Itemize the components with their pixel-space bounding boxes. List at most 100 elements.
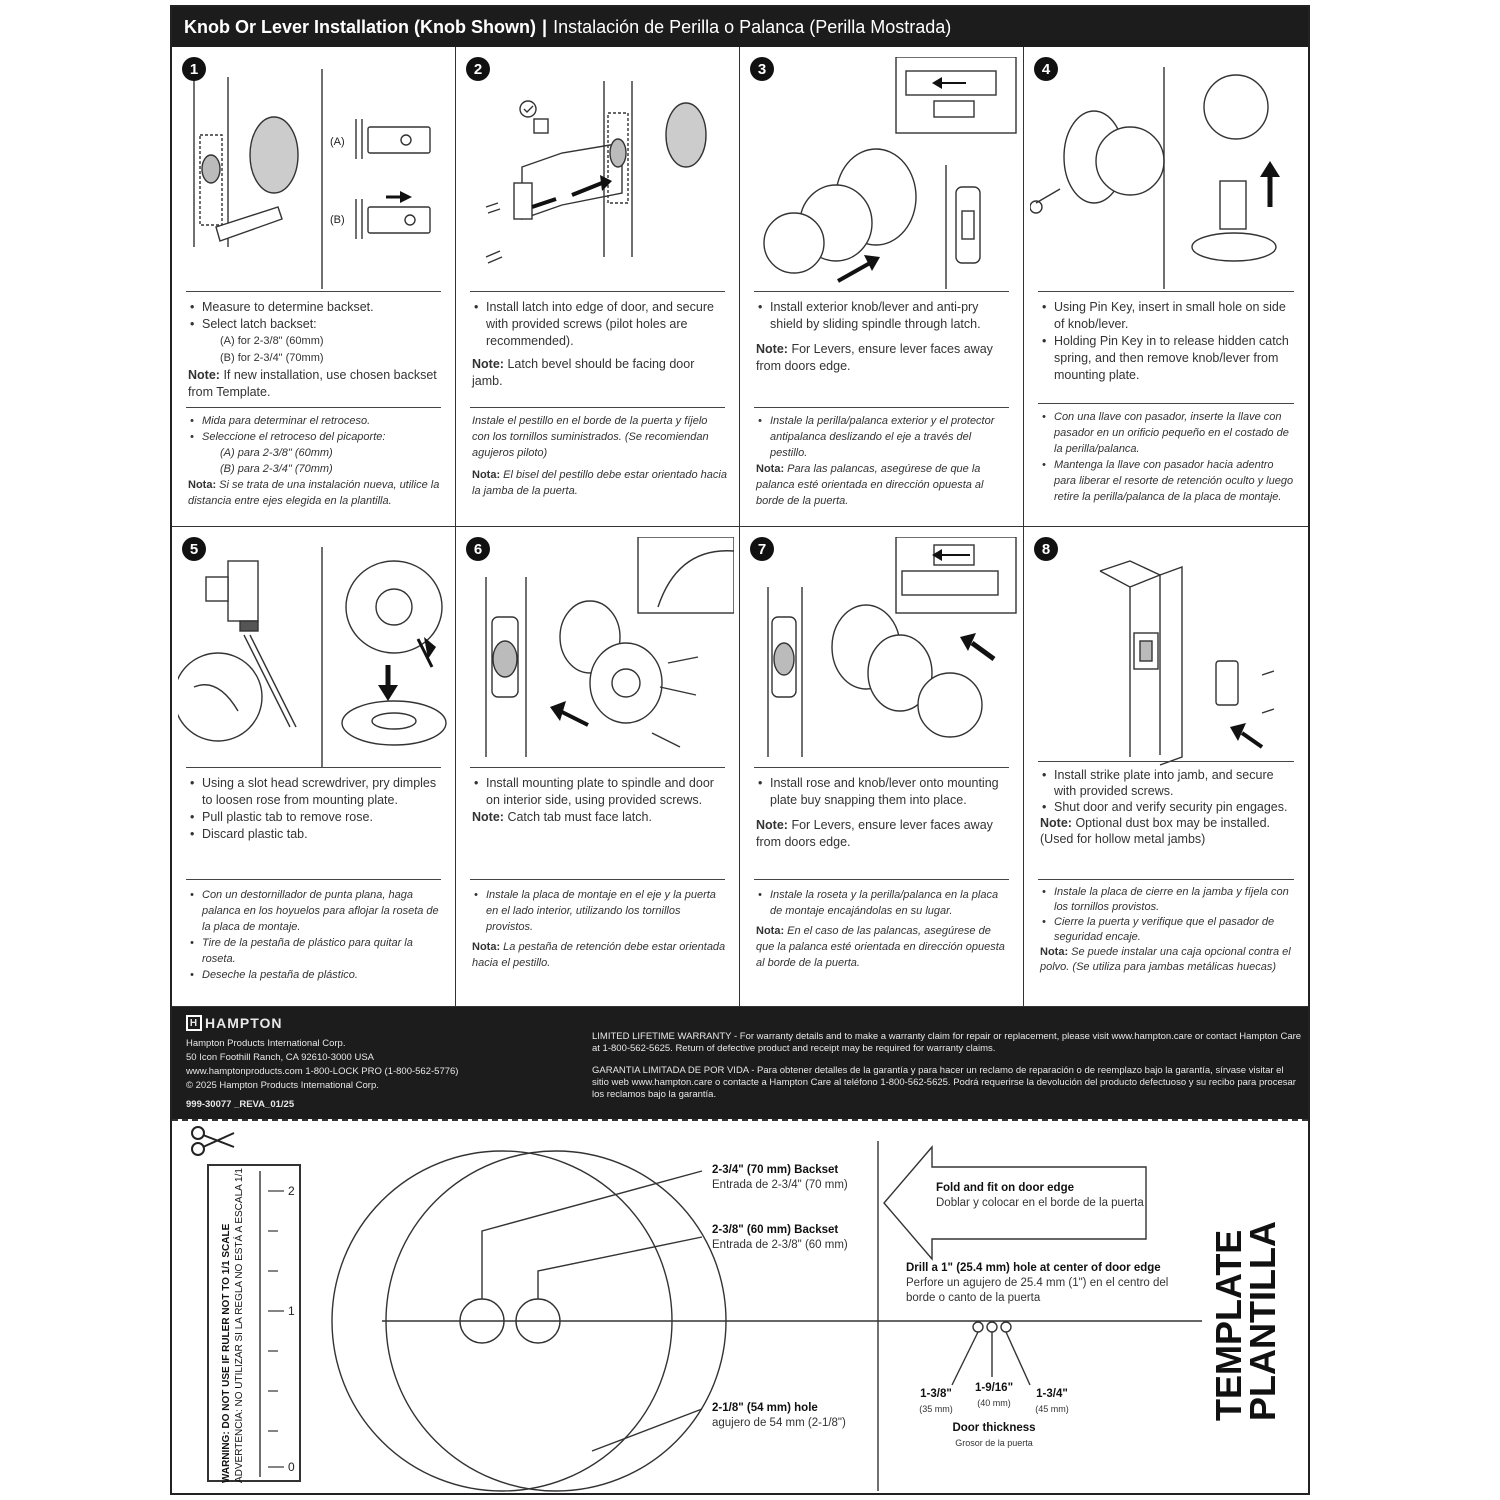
arrow-left-icon bbox=[932, 549, 942, 561]
drilling-template: 2 1 0 WARNING: DO NOT USE IF RULER NOT T… bbox=[172, 1119, 1308, 1495]
bullet: Mantenga la llave con pasador hacia aden… bbox=[1040, 457, 1296, 505]
sub-option: (A) for 2-3/8" (60mm) bbox=[220, 335, 324, 347]
arrow-right-icon bbox=[864, 255, 880, 271]
divider bbox=[470, 407, 725, 408]
arrow-left-icon bbox=[550, 701, 566, 721]
part-number: 999-30077 _REVA_01/25 bbox=[186, 1099, 295, 1110]
bullet: Install rose and knob/lever onto mountin… bbox=[756, 775, 1011, 809]
step-3-illustration bbox=[763, 57, 1017, 289]
step-4-spanish: Con una llave con pasador, inserte la ll… bbox=[1040, 409, 1296, 505]
bullet: Seleccione el retroceso del picaporte: bbox=[188, 429, 443, 445]
bullet: Con un destornillador de punta plana, ha… bbox=[188, 887, 443, 935]
step-5: 5 Using a slot head screwdriver, pry dim… bbox=[172, 527, 456, 1007]
bullet: Install mounting plate to spindle and do… bbox=[472, 775, 727, 809]
bullet: Using a slot head screwdriver, pry dimpl… bbox=[188, 775, 443, 809]
divider bbox=[1038, 291, 1294, 292]
note: Nota: Se puede instalar una caja opciona… bbox=[1040, 946, 1291, 973]
bullet: Discard plastic tab. bbox=[188, 826, 443, 843]
step-5-illustration bbox=[178, 547, 447, 767]
checkmark-icon bbox=[519, 100, 537, 118]
bullet: Using Pin Key, insert in small hole on s… bbox=[1040, 299, 1296, 333]
hampton-logo-icon: H bbox=[186, 1015, 202, 1031]
step-number: 3 bbox=[750, 57, 774, 81]
step-3-spanish: Instale la perilla/palanca exterior y el… bbox=[756, 413, 1011, 509]
bullet: Measure to determine backset. bbox=[188, 299, 443, 316]
step-7-english: Install rose and knob/lever onto mountin… bbox=[756, 775, 1011, 851]
divider bbox=[754, 407, 1009, 408]
sub-option: (A) para 2-3/8" (60mm) bbox=[220, 447, 333, 459]
bullet: Holding Pin Key in to release hidden cat… bbox=[1040, 333, 1296, 384]
note: Note: If new installation, use chosen ba… bbox=[188, 368, 437, 399]
step-8-english: Install strike plate into jamb, and secu… bbox=[1040, 767, 1296, 847]
arrow-curve-icon bbox=[424, 637, 436, 659]
note: Note: For Levers, ensure lever faces awa… bbox=[756, 342, 993, 373]
step-5-spanish: Con un destornillador de punta plana, ha… bbox=[188, 887, 443, 983]
sub-option: (B) para 2-3/4" (70mm) bbox=[220, 463, 333, 475]
step-8: 8 Install strike plate into jamb, and se… bbox=[1024, 527, 1308, 1007]
bullet: Instale la roseta y la perilla/palanca e… bbox=[756, 887, 1011, 919]
step-number: 4 bbox=[1034, 57, 1058, 81]
step-number: 1 bbox=[182, 57, 206, 81]
step-number: 2 bbox=[466, 57, 490, 81]
ruler-tick: 2 bbox=[288, 1184, 295, 1198]
instruction-text: Instale el pestillo en el borde de la pu… bbox=[472, 415, 709, 459]
step-2: 2 Install latch into edge of door, and s… bbox=[456, 47, 740, 527]
brand-logo: H HAMPTON bbox=[186, 1015, 283, 1031]
template-title: TEMPLATE PLANTILLA bbox=[1208, 1221, 1283, 1421]
sub-option: (B) for 2-3/4" (70mm) bbox=[220, 352, 324, 364]
step-2-english: Install latch into edge of door, and sec… bbox=[472, 299, 727, 390]
bullet: Instale la placa de cierre en la jamba y… bbox=[1040, 885, 1296, 915]
bullet: Cierre la puerta y verifique que el pasa… bbox=[1040, 915, 1296, 945]
note: Nota: El bisel del pestillo debe estar o… bbox=[472, 469, 727, 497]
steps-grid: (A) (B) 1 Measure to determine backset. … bbox=[172, 47, 1308, 1007]
note: Note: For Levers, ensure lever faces awa… bbox=[756, 818, 993, 849]
bullet: Instale la placa de montaje en el eje y … bbox=[472, 887, 727, 935]
step-1: (A) (B) 1 Measure to determine backset. … bbox=[172, 47, 456, 527]
step-number: 5 bbox=[182, 537, 206, 561]
thickness-1: 1-3/8"(35 mm) bbox=[919, 1388, 953, 1414]
divider bbox=[754, 879, 1009, 880]
arrow-left-icon bbox=[1230, 723, 1246, 741]
divider bbox=[754, 291, 1009, 292]
bullet: Select latch backset: bbox=[188, 316, 443, 333]
company-info: Hampton Products International Corp. 50 … bbox=[186, 1038, 459, 1091]
note: Nota: La pestaña de retención debe estar… bbox=[472, 941, 726, 969]
step-6-illustration bbox=[485, 537, 734, 757]
scissors-icon bbox=[191, 1126, 235, 1156]
page-title: Knob Or Lever Installation (Knob Shown) … bbox=[172, 7, 1308, 47]
label-a: (A) bbox=[330, 136, 345, 148]
step-1-english: Measure to determine backset. Select lat… bbox=[188, 299, 443, 401]
note: Note: Latch bevel should be facing door … bbox=[472, 357, 695, 388]
step-6-spanish: Instale la placa de montaje en el eje y … bbox=[472, 887, 727, 971]
bullet: Install strike plate into jamb, and secu… bbox=[1040, 767, 1296, 799]
bullet: Deseche la pestaña de plástico. bbox=[188, 967, 443, 983]
title-separator: | bbox=[542, 16, 548, 37]
step-7-illustration bbox=[767, 537, 1017, 757]
note: Nota: En el caso de las palancas, asegúr… bbox=[756, 925, 1005, 969]
arrow-left-icon bbox=[932, 77, 942, 89]
step-2-illustration bbox=[485, 81, 707, 264]
divider bbox=[186, 291, 441, 292]
divider bbox=[186, 879, 441, 880]
ruler-warning: WARNING: DO NOT USE IF RULER NOT TO 1/1 … bbox=[221, 1168, 245, 1483]
bullet: Instale la perilla/palanca exterior y el… bbox=[756, 413, 1011, 461]
divider bbox=[470, 291, 725, 292]
arrow-up-icon bbox=[1260, 161, 1280, 177]
step-7-spanish: Instale la roseta y la perilla/palanca e… bbox=[756, 887, 1011, 971]
note: Note: Optional dust box may be installed… bbox=[1040, 816, 1270, 846]
label-b: (B) bbox=[330, 214, 345, 226]
step-3-english: Install exterior knob/lever and anti-pry… bbox=[756, 299, 1011, 375]
step-number: 6 bbox=[466, 537, 490, 561]
step-5-english: Using a slot head screwdriver, pry dimpl… bbox=[188, 775, 443, 843]
footer: H HAMPTON Hampton Products International… bbox=[172, 1007, 1308, 1119]
bullet: Install latch into edge of door, and sec… bbox=[472, 299, 727, 350]
arrow-down-icon bbox=[378, 685, 398, 701]
divider bbox=[470, 879, 725, 880]
thickness-3: 1-3/4"(45 mm) bbox=[1035, 1388, 1069, 1414]
warranty-text: LIMITED LIFETIME WARRANTY - For warranty… bbox=[592, 1031, 1302, 1111]
divider bbox=[186, 407, 441, 408]
bullet: Mida para determinar el retroceso. bbox=[188, 413, 443, 429]
